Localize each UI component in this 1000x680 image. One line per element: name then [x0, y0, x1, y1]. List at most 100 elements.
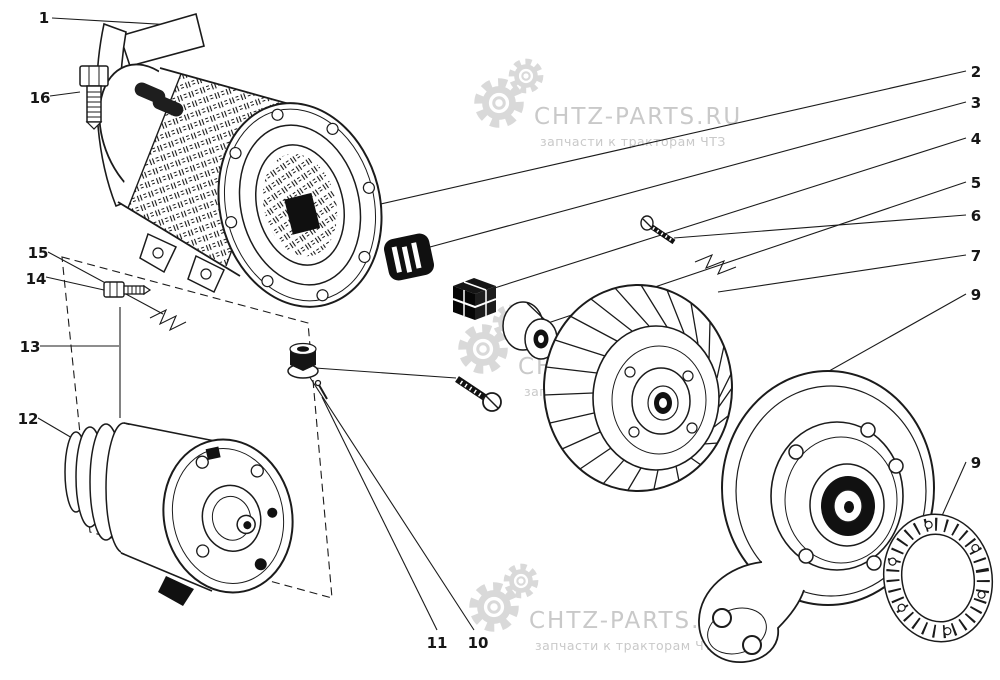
nut-bore [297, 346, 309, 352]
watermark-brand: CHTZ-PARTS.RU [534, 104, 742, 130]
bolt-16 [79, 65, 109, 130]
fan-hole [628, 426, 640, 438]
axis-line-screw [314, 367, 457, 379]
flange-bolt-hole [316, 289, 329, 302]
pin-11 [314, 379, 328, 400]
callout-1: 1 [39, 9, 49, 27]
flange-bolt-hole [326, 122, 339, 135]
leader-line-9a [805, 293, 967, 385]
gear-icon [507, 567, 534, 594]
callout-15: 15 [28, 244, 49, 262]
pulley-hole [798, 548, 814, 564]
callout-7: 7 [971, 247, 981, 265]
rubber-block [452, 278, 497, 320]
generator-assembly [95, 13, 383, 308]
generator-rear-view [64, 422, 294, 606]
bolt-head [79, 65, 109, 87]
bracket-hole [742, 635, 762, 655]
watermark-top: CHTZ-PARTS.RU запчасти к тракторам ЧТЗ [480, 62, 742, 149]
pulley-hole [888, 458, 904, 474]
callout-labels: 1 16 15 14 13 12 2 3 4 5 6 7 9 9 11 10 [18, 9, 982, 652]
bushing [502, 301, 558, 360]
pulley-drum [698, 370, 935, 663]
coupling-slot [411, 242, 422, 269]
gear-icon [480, 84, 519, 123]
gear-icon [512, 62, 539, 89]
mounting-plate-tab [118, 13, 205, 67]
key-notch [205, 446, 221, 460]
callout-9a: 9 [971, 286, 981, 304]
gasket-hole [971, 543, 980, 553]
fan-bore [659, 398, 667, 408]
callout-11: 11 [427, 634, 448, 652]
end-bell [162, 438, 294, 594]
pulley-hole [860, 422, 876, 438]
callout-5: 5 [971, 174, 981, 192]
leader-line-16 [49, 91, 81, 97]
gasket-ticks [886, 517, 990, 639]
watermark-bottom: CHTZ-PARTS.RU запчасти к тракторам ЧТЗ [475, 567, 735, 653]
bell-hole [195, 455, 209, 469]
leader-line-7 [717, 254, 967, 293]
callout-4: 4 [971, 130, 981, 148]
screw-slot [485, 395, 499, 409]
bolt-threads [87, 91, 101, 118]
bell-hole [196, 544, 210, 558]
screw-center [455, 376, 502, 412]
callout-16: 16 [30, 89, 51, 107]
terminal-stud [152, 95, 184, 117]
gasket-hole [977, 590, 986, 599]
watermark-subtitle: запчасти к тракторам ЧТЗ [535, 638, 721, 653]
screw-slot [642, 218, 652, 228]
leader-line-2 [371, 70, 967, 207]
flanged-nut-10 [287, 342, 319, 379]
bell-hole-dark [254, 558, 267, 571]
gear-icon [475, 588, 514, 627]
leader-line-3 [429, 101, 967, 248]
gasket-hole [924, 520, 933, 529]
callout-13: 13 [20, 338, 41, 356]
flange-bolt-hole [261, 275, 274, 288]
bottom-wedge [158, 576, 194, 606]
callout-14: 14 [26, 270, 47, 288]
spring-clip-15 [149, 308, 187, 332]
fan-hole [624, 366, 636, 378]
leader-line-11 [321, 396, 438, 631]
leader-line-10 [308, 375, 475, 631]
coupling-slot [391, 246, 402, 273]
fan-hole [686, 422, 698, 434]
fan-hole [682, 370, 694, 382]
bolt-shank [123, 285, 145, 295]
callout-10: 10 [468, 634, 489, 652]
watermark-subtitle: запчасти к тракторам ЧТЗ [540, 134, 726, 149]
mounting-bracket [698, 561, 805, 663]
callout-2: 2 [971, 63, 981, 81]
bolt-14 [103, 281, 152, 298]
coupling-half [383, 233, 435, 281]
armature-slot [284, 192, 321, 235]
flange-bolt-hole [271, 108, 284, 121]
leader-line-6 [673, 214, 967, 239]
flange-bolt-hole [229, 146, 242, 160]
leader-line-9b [940, 461, 967, 519]
block-groove [452, 298, 497, 309]
gasket-hole [943, 627, 952, 636]
fan-blades [543, 284, 733, 491]
callout-12: 12 [18, 410, 39, 428]
gear-icon [464, 330, 503, 369]
front-flange [217, 102, 383, 308]
callout-3: 3 [971, 94, 981, 112]
gasket-hole [888, 557, 897, 566]
spring-clip-7 [694, 253, 737, 276]
pulley-hole [788, 444, 804, 460]
pulley-hole [866, 555, 882, 571]
screw-6 [640, 215, 676, 245]
fan-impeller [543, 284, 733, 492]
gasket-hole [897, 603, 906, 612]
flange-bolt-hole [225, 216, 238, 229]
bolt-threads [127, 286, 141, 294]
callout-6: 6 [971, 207, 981, 225]
bell-hole [250, 464, 264, 478]
